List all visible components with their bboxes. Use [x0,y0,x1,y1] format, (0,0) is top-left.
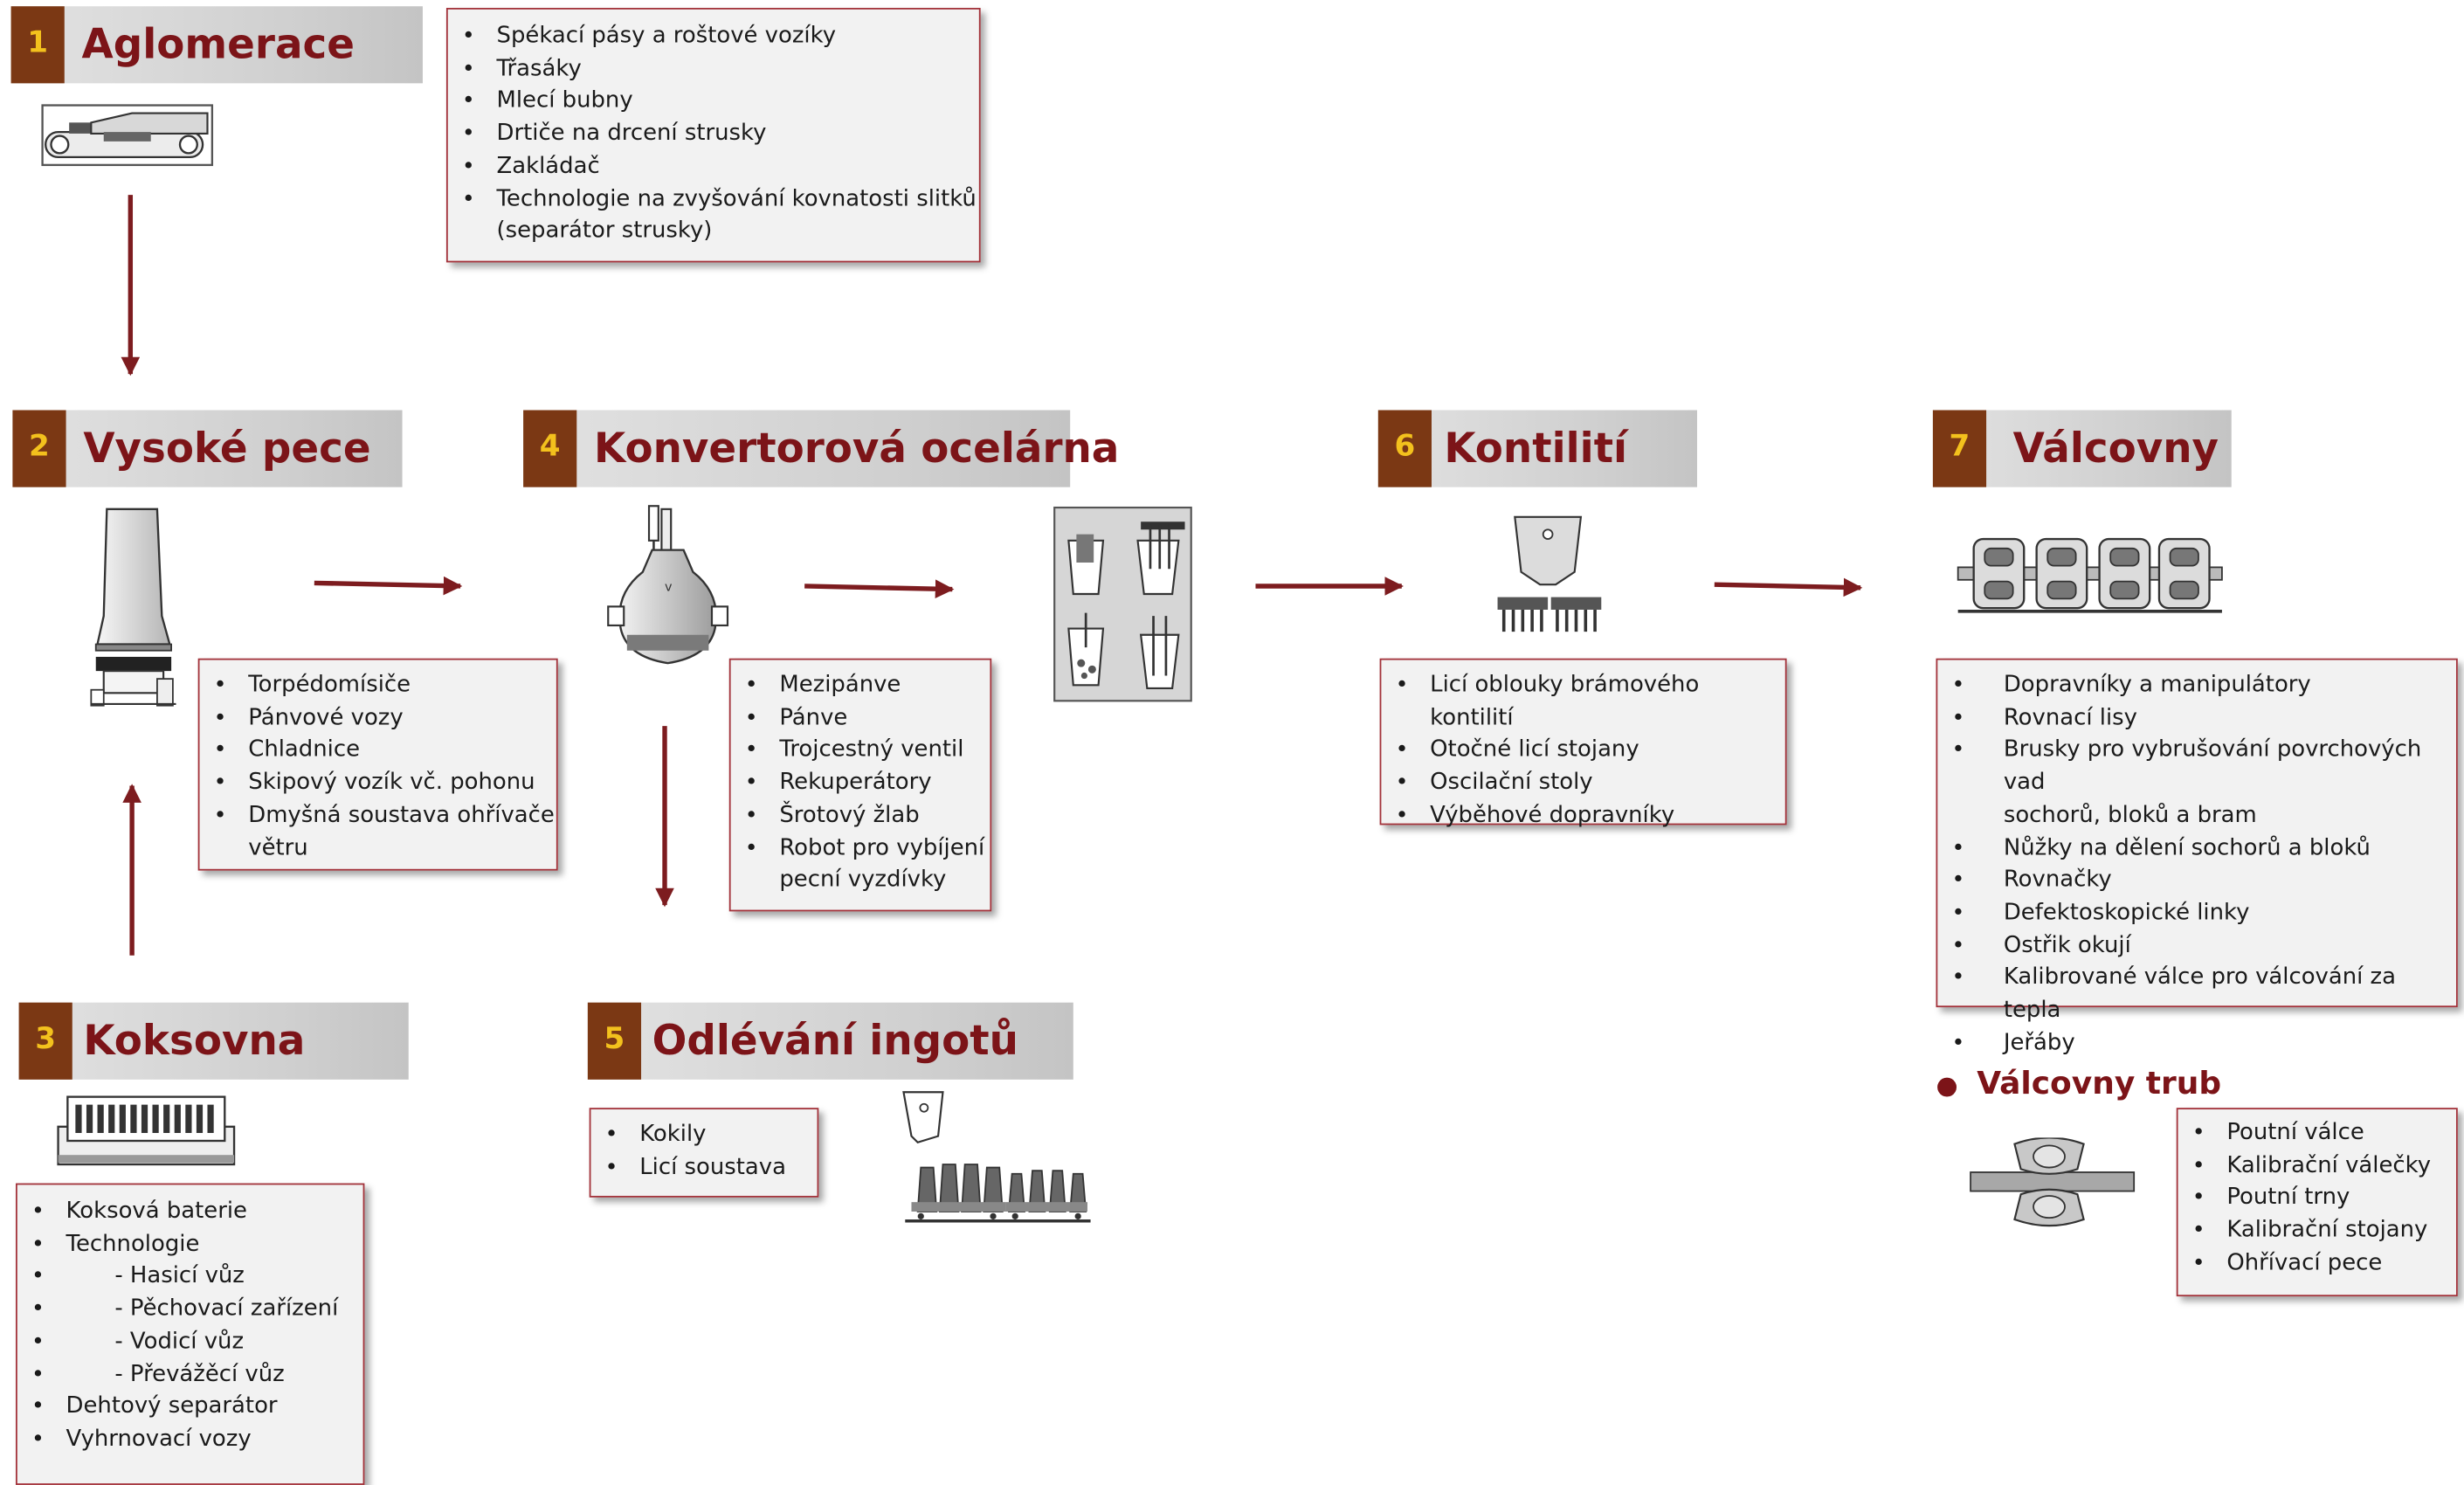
list-item: Třasáky [448,53,979,86]
equipment-list-valcovny: Dopravníky a manipulátory Rovnací lisy B… [1936,658,2458,1060]
ingot-casting-icon [902,1091,1091,1223]
section-title: Konvertorová ocelárna [594,425,1120,473]
list-item: Technologie [17,1228,363,1261]
section-number: 6 [1377,410,1432,487]
equipment-list-odlevani-ingotu: Kokily Licí soustava [589,1108,819,1198]
list-item: Dmyšná soustava ohřívače [199,799,556,832]
rolling-mill-icon [1957,537,2223,613]
list-item: Licí soustava [590,1151,817,1184]
section-number: 2 [12,410,66,487]
tube-rolling-icon [1970,1137,2136,1227]
list-item: Výběhové dopravníky [1381,799,1784,832]
list-item-continuation: větru [248,835,308,860]
list-item: Mezipánve [731,669,990,701]
list-item: Chladnice [199,735,556,767]
equipment-list-valcovny-trub: Poutní válce Kalibrační válečky Poutní t… [2176,1108,2458,1297]
list-item: Vyhrnovací vozy [17,1424,363,1456]
list-item: Rekuperátory [731,767,990,799]
equipment-list-kontiliti: Licí oblouky brámového kontilití Otočné … [1379,658,1787,832]
list-item: Kalibrační válečky [2178,1150,2456,1182]
section-number: 7 [1932,410,1987,487]
section-header-kontiliti: 6 Kontilití [1377,410,1698,487]
section-title: Válcovny [2012,425,2219,473]
list-item: Nůžky na dělení sochorů a bloků [1937,832,2456,865]
section-header-vysoke-pece: 2 Vysoké pece [12,410,403,487]
list-item: Mlecí bubny [448,86,979,118]
list-item: Jeřáby [1937,1027,2456,1060]
section-number: 4 [523,410,577,487]
list-item-continuation: sochorů, bloků a bram [2003,802,2257,828]
list-item-sub: - Vodicí vůz [17,1326,363,1358]
bullet: ● [1936,1070,1958,1101]
section-header-aglomerace: 1 Aglomerace [10,6,423,84]
list-item: Poutní válce [2178,1117,2456,1150]
list-item: Licí oblouky brámového kontilití [1381,669,1784,734]
list-item: Torpédomísiče [199,669,556,701]
section-header-koksovna: 3 Koksovna [18,1002,409,1080]
list-item: Otočné licí stojany [1381,735,1784,767]
section-header-valcovny: 7 Válcovny [1932,410,2232,487]
subsection-title-valcovny-trub: ● Válcovny trub [1936,1064,2221,1102]
list-item: Pánve [731,702,990,735]
converter-icon: v [607,505,729,665]
section-title: Vysoké pece [83,425,371,473]
list-item: Dopravníky a manipulátory [1937,669,2456,701]
list-item: Brusky pro vybrušování povrchových vad [1937,735,2456,799]
list-item: Trojcestný ventil [731,735,990,767]
list-item: Kokily [590,1119,817,1151]
section-header-konvertorova-ocelarna: 4 Konvertorová ocelárna [523,410,1119,487]
section-number: 5 [587,1002,642,1080]
section-title: Koksovna [83,1018,306,1066]
continuous-caster-icon [1497,515,1602,632]
list-item-continuation: (separátor strusky) [496,218,713,245]
list-item: Oscilační stoly [1381,767,1784,799]
list-item-sub: - Hasicí vůz [17,1261,363,1293]
section-number: 3 [18,1002,72,1080]
list-item: Dehtový separátor [17,1391,363,1423]
subsection-title-text: Válcovny trub [1977,1063,2222,1102]
list-item: Kalibrované válce pro válcování za tepla [1937,963,2456,1027]
arrow-converter-to-ladle [804,579,955,598]
list-item: Drtiče na drcení strusky [448,118,979,150]
section-title: Aglomerace [81,22,355,70]
ladle-operations-icon [1053,506,1192,702]
list-item-continuation: pecní vyzdívky [779,867,947,894]
list-item: Ostřik okují [1937,929,2456,962]
equipment-list-vysoke-pece: Torpédomísiče Pánvové vozy Chladnice Ski… [197,658,558,871]
equipment-list-konvertorova-ocelarna: Mezipánve Pánve Trojcestný ventil Rekupe… [728,658,992,912]
list-item: Rovnací lisy [1937,702,2456,735]
blast-furnace-icon [90,508,176,707]
section-header-odlevani-ingotu: 5 Odlévání ingotů [587,1002,1073,1080]
list-item: Spékací pásy a roštové vozíky [448,20,979,52]
svg-text:v: v [665,580,673,594]
list-item: Pánvové vozy [199,702,556,735]
list-item: Koksová baterie [17,1196,363,1228]
list-item: Zakládač [448,150,979,183]
equipment-list-aglomerace: Spékací pásy a roštové vozíky Třasáky Ml… [445,7,981,263]
list-item: Defektoskopické linky [1937,897,2456,929]
list-item: Ohřívací pece [2178,1247,2456,1280]
section-title: Kontilití [1444,425,1628,473]
list-item-sub: - Pěchovací zařízení [17,1294,363,1326]
list-item: Skipový vozík vč. pohonu [199,767,556,799]
list-item: Technologie na zvyšování kovnatosti slit… [448,183,979,216]
list-item: Šrotový žlab [731,799,990,832]
list-item: Robot pro vybíjení [731,832,990,865]
coke-oven-battery-icon [57,1095,236,1166]
list-item-sub: - Převážěcí vůz [17,1358,363,1391]
sinter-belt-icon [41,104,214,167]
list-item: Poutní trny [2178,1183,2456,1215]
arrow-6-to-7 [1714,577,1863,597]
arrow-2-to-4 [314,576,463,596]
list-item: Rovnačky [1937,865,2456,897]
list-item: Kalibrační stojany [2178,1215,2456,1247]
section-number: 1 [10,6,65,84]
equipment-list-koksovna: Koksová baterie Technologie - Hasicí vůz… [15,1183,365,1485]
section-title: Odlévání ingotů [652,1018,1018,1066]
